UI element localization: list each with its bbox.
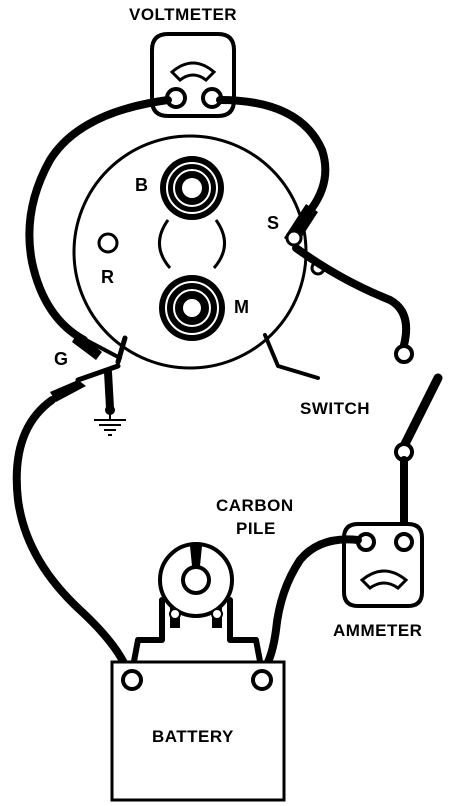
battery-negative-terminal — [121, 669, 143, 691]
ammeter-label: AMMETER — [333, 621, 423, 640]
voltmeter-lead-to-g — [25, 96, 172, 344]
battery-negative-lead — [12, 363, 132, 676]
terminal-m — [159, 275, 225, 341]
switch-label: SWITCH — [300, 399, 371, 418]
battery-label: BATTERY — [152, 727, 234, 746]
voltmeter-gauge-icon — [169, 61, 217, 82]
terminal-s-label: S — [267, 213, 280, 233]
carbon-pile — [129, 542, 265, 675]
ammeter — [342, 522, 424, 608]
voltmeter-lead-to-s — [216, 96, 330, 212]
carbon-pile-label-line1: CARBON — [216, 496, 294, 515]
carbon-pile-label-line2: PILE — [236, 519, 276, 538]
terminal-b-label: B — [135, 175, 149, 195]
ground-connection — [94, 368, 126, 436]
s-lead-to-switch — [292, 244, 411, 349]
terminal-r-label: R — [101, 267, 115, 287]
terminal-g-label: G — [54, 349, 69, 369]
ammeter-gauge-icon — [359, 569, 409, 590]
switch-terminal-left — [394, 344, 414, 364]
terminal-b — [160, 156, 224, 220]
ground-icon — [94, 410, 126, 436]
battery — [110, 660, 286, 802]
clip-g — [72, 332, 122, 360]
ammeter-to-battery-wire — [258, 535, 362, 676]
switch-blade — [394, 373, 443, 462]
battery-positive-terminal — [251, 669, 273, 691]
voltmeter-label: VOLTMETER — [129, 5, 238, 24]
terminal-r — [97, 232, 119, 254]
terminal-m-label: M — [234, 297, 250, 317]
solenoid — [72, 134, 320, 380]
